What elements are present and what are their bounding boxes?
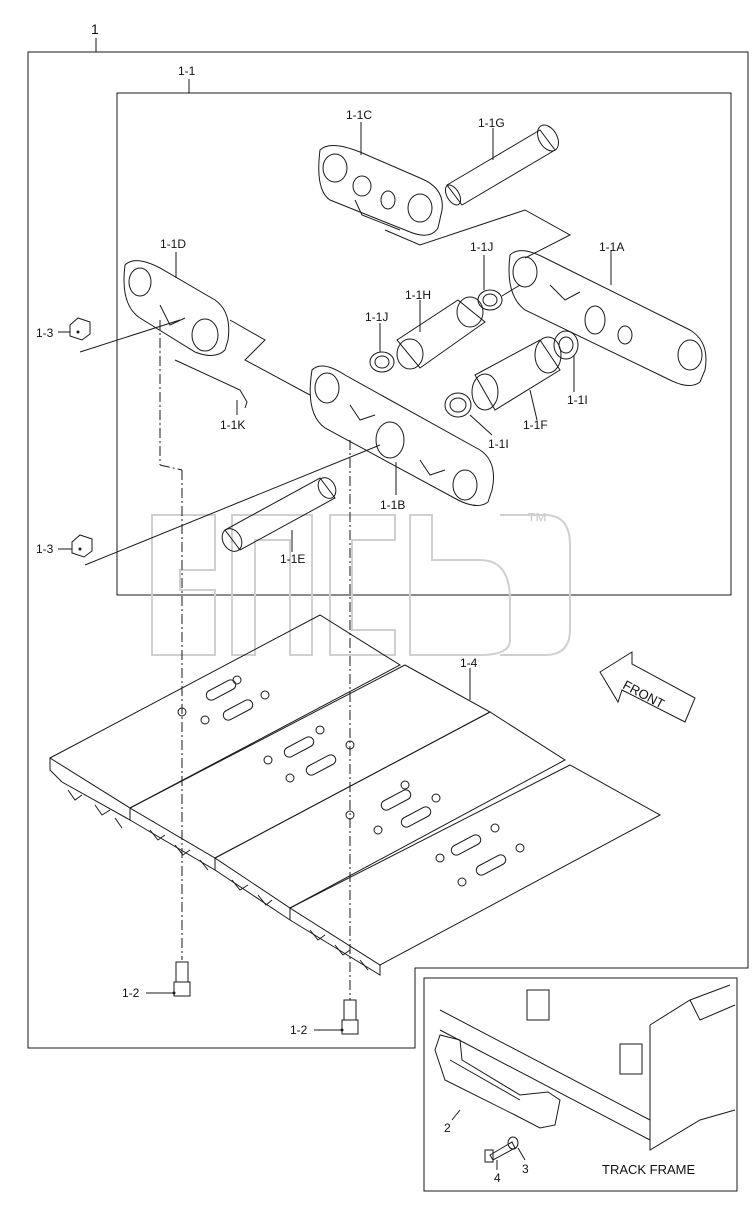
bushing-1-1h	[396, 296, 486, 370]
watermark-logo	[151, 514, 571, 656]
link-1-1a	[508, 250, 707, 386]
inset-frame	[423, 977, 738, 1192]
pin-1-1g	[444, 124, 559, 206]
center-line-1-1j	[501, 284, 521, 297]
label-link-assembly: 1-1	[178, 64, 196, 78]
track-shoes-1-4	[48, 614, 662, 976]
inset-track-frame	[439, 984, 736, 1151]
label-1-4: 1-4	[460, 656, 478, 670]
watermark-trademark: ™	[526, 508, 548, 533]
bolt-1-2-left	[173, 961, 191, 997]
label-1-2-right: 1-2	[290, 1023, 308, 1037]
leader-inset-2	[451, 1109, 461, 1121]
nut-1-3-bottom	[71, 534, 93, 558]
label-1-1a: 1-1A	[599, 240, 625, 254]
inset-washer-3	[507, 1136, 519, 1150]
nut-1-3-top	[69, 317, 91, 341]
label-track-frame: TRACK FRAME	[602, 1162, 696, 1177]
label-1-1d: 1-1D	[160, 237, 187, 251]
label-1-1k: 1-1K	[220, 418, 246, 432]
link-1-1d	[123, 260, 230, 356]
label-1-1j-top: 1-1J	[470, 240, 494, 254]
front-arrow	[599, 651, 696, 723]
label-1-1f: 1-1F	[523, 418, 548, 432]
label-1-2-left: 1-2	[122, 986, 140, 1000]
label-1-3-bottom: 1-3	[36, 542, 54, 556]
hidden-line-1-1c	[384, 209, 572, 259]
label-1-1j-left: 1-1J	[365, 310, 389, 324]
leader-1-1f	[529, 389, 538, 421]
bolt-1-2-right	[341, 999, 359, 1035]
seal-1-1i-mid	[444, 392, 472, 418]
center-line-nut-top	[79, 319, 181, 353]
leader-1-1i-mid	[469, 414, 493, 436]
inset-guard-2	[434, 1034, 561, 1129]
label-inset-4: 4	[494, 1171, 501, 1185]
center-lines	[159, 320, 351, 1000]
center-line-nut-bottom	[84, 444, 381, 566]
spring-pin-1-1k	[174, 359, 248, 409]
bushing-1-1f	[471, 336, 562, 411]
label-1-1h: 1-1H	[405, 288, 432, 302]
seal-1-1i-right	[553, 330, 579, 360]
assembly-frame	[27, 51, 749, 1049]
leader-inset-3	[517, 1147, 526, 1161]
label-1-1i-mid: 1-1I	[488, 437, 509, 451]
leader-dots	[76, 330, 344, 1032]
hidden-line-1-1d	[229, 319, 311, 396]
label-1-1e: 1-1E	[280, 552, 306, 566]
label-1-1b: 1-1B	[380, 498, 406, 512]
inset-bolt-4	[484, 1141, 516, 1163]
seal-1-1j-top	[477, 289, 503, 311]
label-1-1c: 1-1C	[346, 108, 373, 122]
seal-1-1j-left	[369, 351, 395, 373]
link-assembly-frame	[116, 92, 732, 596]
link-1-1c	[318, 145, 443, 236]
label-1-3-top: 1-3	[36, 326, 54, 340]
label-assembly: 1	[91, 21, 99, 37]
pin-1-1e	[221, 477, 337, 552]
link-1-1b	[309, 365, 494, 506]
label-inset-3: 3	[522, 1162, 529, 1176]
label-1-1i-right: 1-1I	[567, 393, 588, 407]
label-inset-2: 2	[444, 1121, 451, 1135]
label-1-1g: 1-1G	[478, 116, 505, 130]
